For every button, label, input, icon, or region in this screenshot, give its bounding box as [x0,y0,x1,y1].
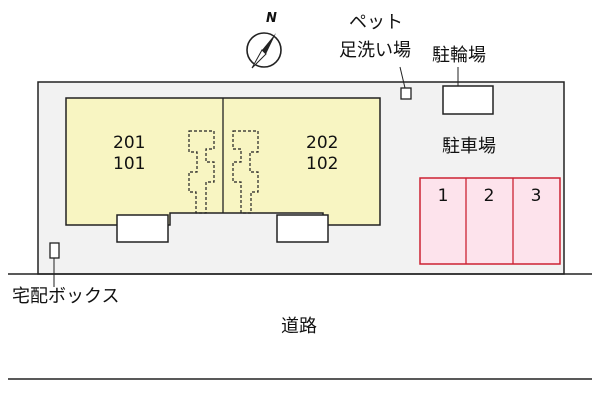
parking-slot-3: 3 [530,186,542,206]
stair-right [232,130,259,214]
unit-101-label: 101 [113,154,146,174]
unit-102-label: 102 [306,154,339,174]
road-label: 道路 [281,316,317,337]
pet-foot-wash-label-line2: 足洗い場 [339,40,411,61]
entrance-left [116,214,169,243]
stair-left [188,130,215,214]
unit-202-label: 202 [306,133,339,153]
bicycle-parking-box [442,85,494,115]
car-parking-label: 駐車場 [442,136,496,157]
bicycle-parking-label: 駐輪場 [432,45,486,66]
compass-icon [246,32,282,69]
delivery-box-label: 宅配ボックス [12,286,120,307]
pet-foot-wash-label-line1: ペット [349,12,403,33]
unit-201-label: 201 [113,133,146,153]
pet-wash-leader [399,66,406,89]
parking-lot [419,177,561,265]
parking-slot-1: 1 [437,186,449,206]
delivery-box-marker [49,242,60,259]
parking-slot-2: 2 [483,186,495,206]
entrance-right [276,214,329,243]
compass-north-label: N [266,11,277,26]
pet-wash-marker [400,87,412,100]
